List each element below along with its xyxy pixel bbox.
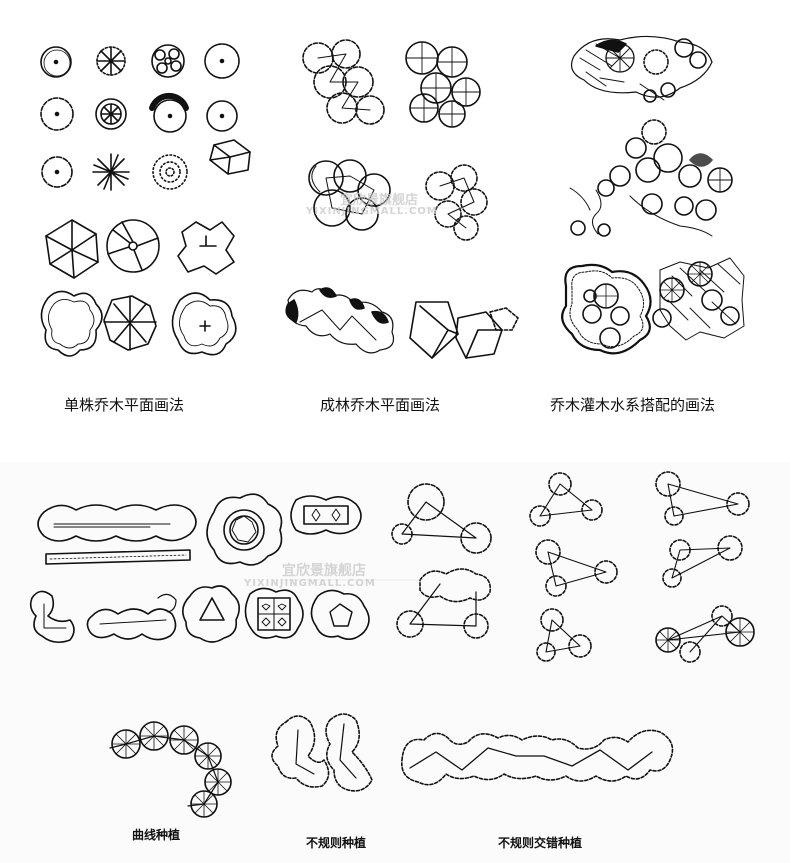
tree-symbol — [209, 139, 251, 175]
tree-symbol — [40, 97, 74, 131]
tree-symbol — [45, 219, 99, 279]
tree-symbol — [96, 46, 126, 76]
tree-symbol — [206, 100, 238, 132]
tree-cluster — [405, 41, 481, 128]
watermark-text: 宜欣景旗舰店 — [282, 563, 366, 579]
tree-symbol — [103, 295, 157, 351]
caption-staggered-planting: 不规则交错种植 — [498, 836, 583, 850]
single-tree-symbols — [40, 43, 251, 357]
tree-symbol — [149, 92, 189, 133]
tree-symbol — [41, 156, 73, 188]
tree-cluster — [285, 287, 395, 354]
tree-symbol — [40, 46, 72, 78]
caption-curve-planting: 曲线种植 — [132, 828, 181, 842]
plant-group — [652, 257, 745, 341]
forest-tree-symbols — [285, 39, 519, 359]
bottom-panel — [0, 462, 790, 863]
tree-symbol — [92, 153, 130, 191]
triangle-planting-groups — [529, 471, 755, 663]
tree-symbol — [151, 44, 185, 78]
tree-symbol — [204, 43, 240, 79]
caption-water-mix: 乔木灌木水系搭配的画法 — [550, 396, 716, 414]
tree-cluster — [409, 301, 519, 359]
triangle-planting-groups — [391, 483, 492, 639]
tree-symbol — [95, 98, 127, 130]
watermark-graphics — [281, 207, 475, 581]
caption-forest-tree: 成林乔木平面画法 — [320, 396, 441, 414]
plant-group — [571, 35, 713, 103]
caption-irregular-planting: 不规则种植 — [306, 836, 367, 850]
tree-symbol — [171, 292, 237, 356]
tree-symbol — [152, 154, 188, 190]
watermark-text: YIXINJINGMALL.COM — [244, 578, 376, 589]
staggered-planting — [401, 729, 674, 786]
plant-group — [569, 119, 733, 237]
water-mix-symbols — [561, 35, 745, 355]
irregular-planting — [271, 713, 373, 792]
caption-single-tree: 单株乔木平面画法 — [64, 396, 185, 414]
tree-symbol — [106, 219, 160, 273]
watermark-text: YIXINJINGMALL.COM — [306, 206, 438, 217]
tree-symbol — [177, 221, 235, 275]
watermark-text: 宜欣景旗舰店 — [340, 193, 419, 208]
tree-cluster — [308, 159, 391, 231]
tree-cluster — [425, 164, 488, 241]
curve-planting — [109, 721, 232, 818]
hedge-symbols — [29, 504, 197, 644]
top-panel — [0, 0, 790, 430]
tree-symbol — [40, 290, 103, 357]
cluster-link — [317, 53, 371, 111]
geometric-planting-symbols — [182, 493, 370, 643]
plant-group — [561, 263, 652, 355]
